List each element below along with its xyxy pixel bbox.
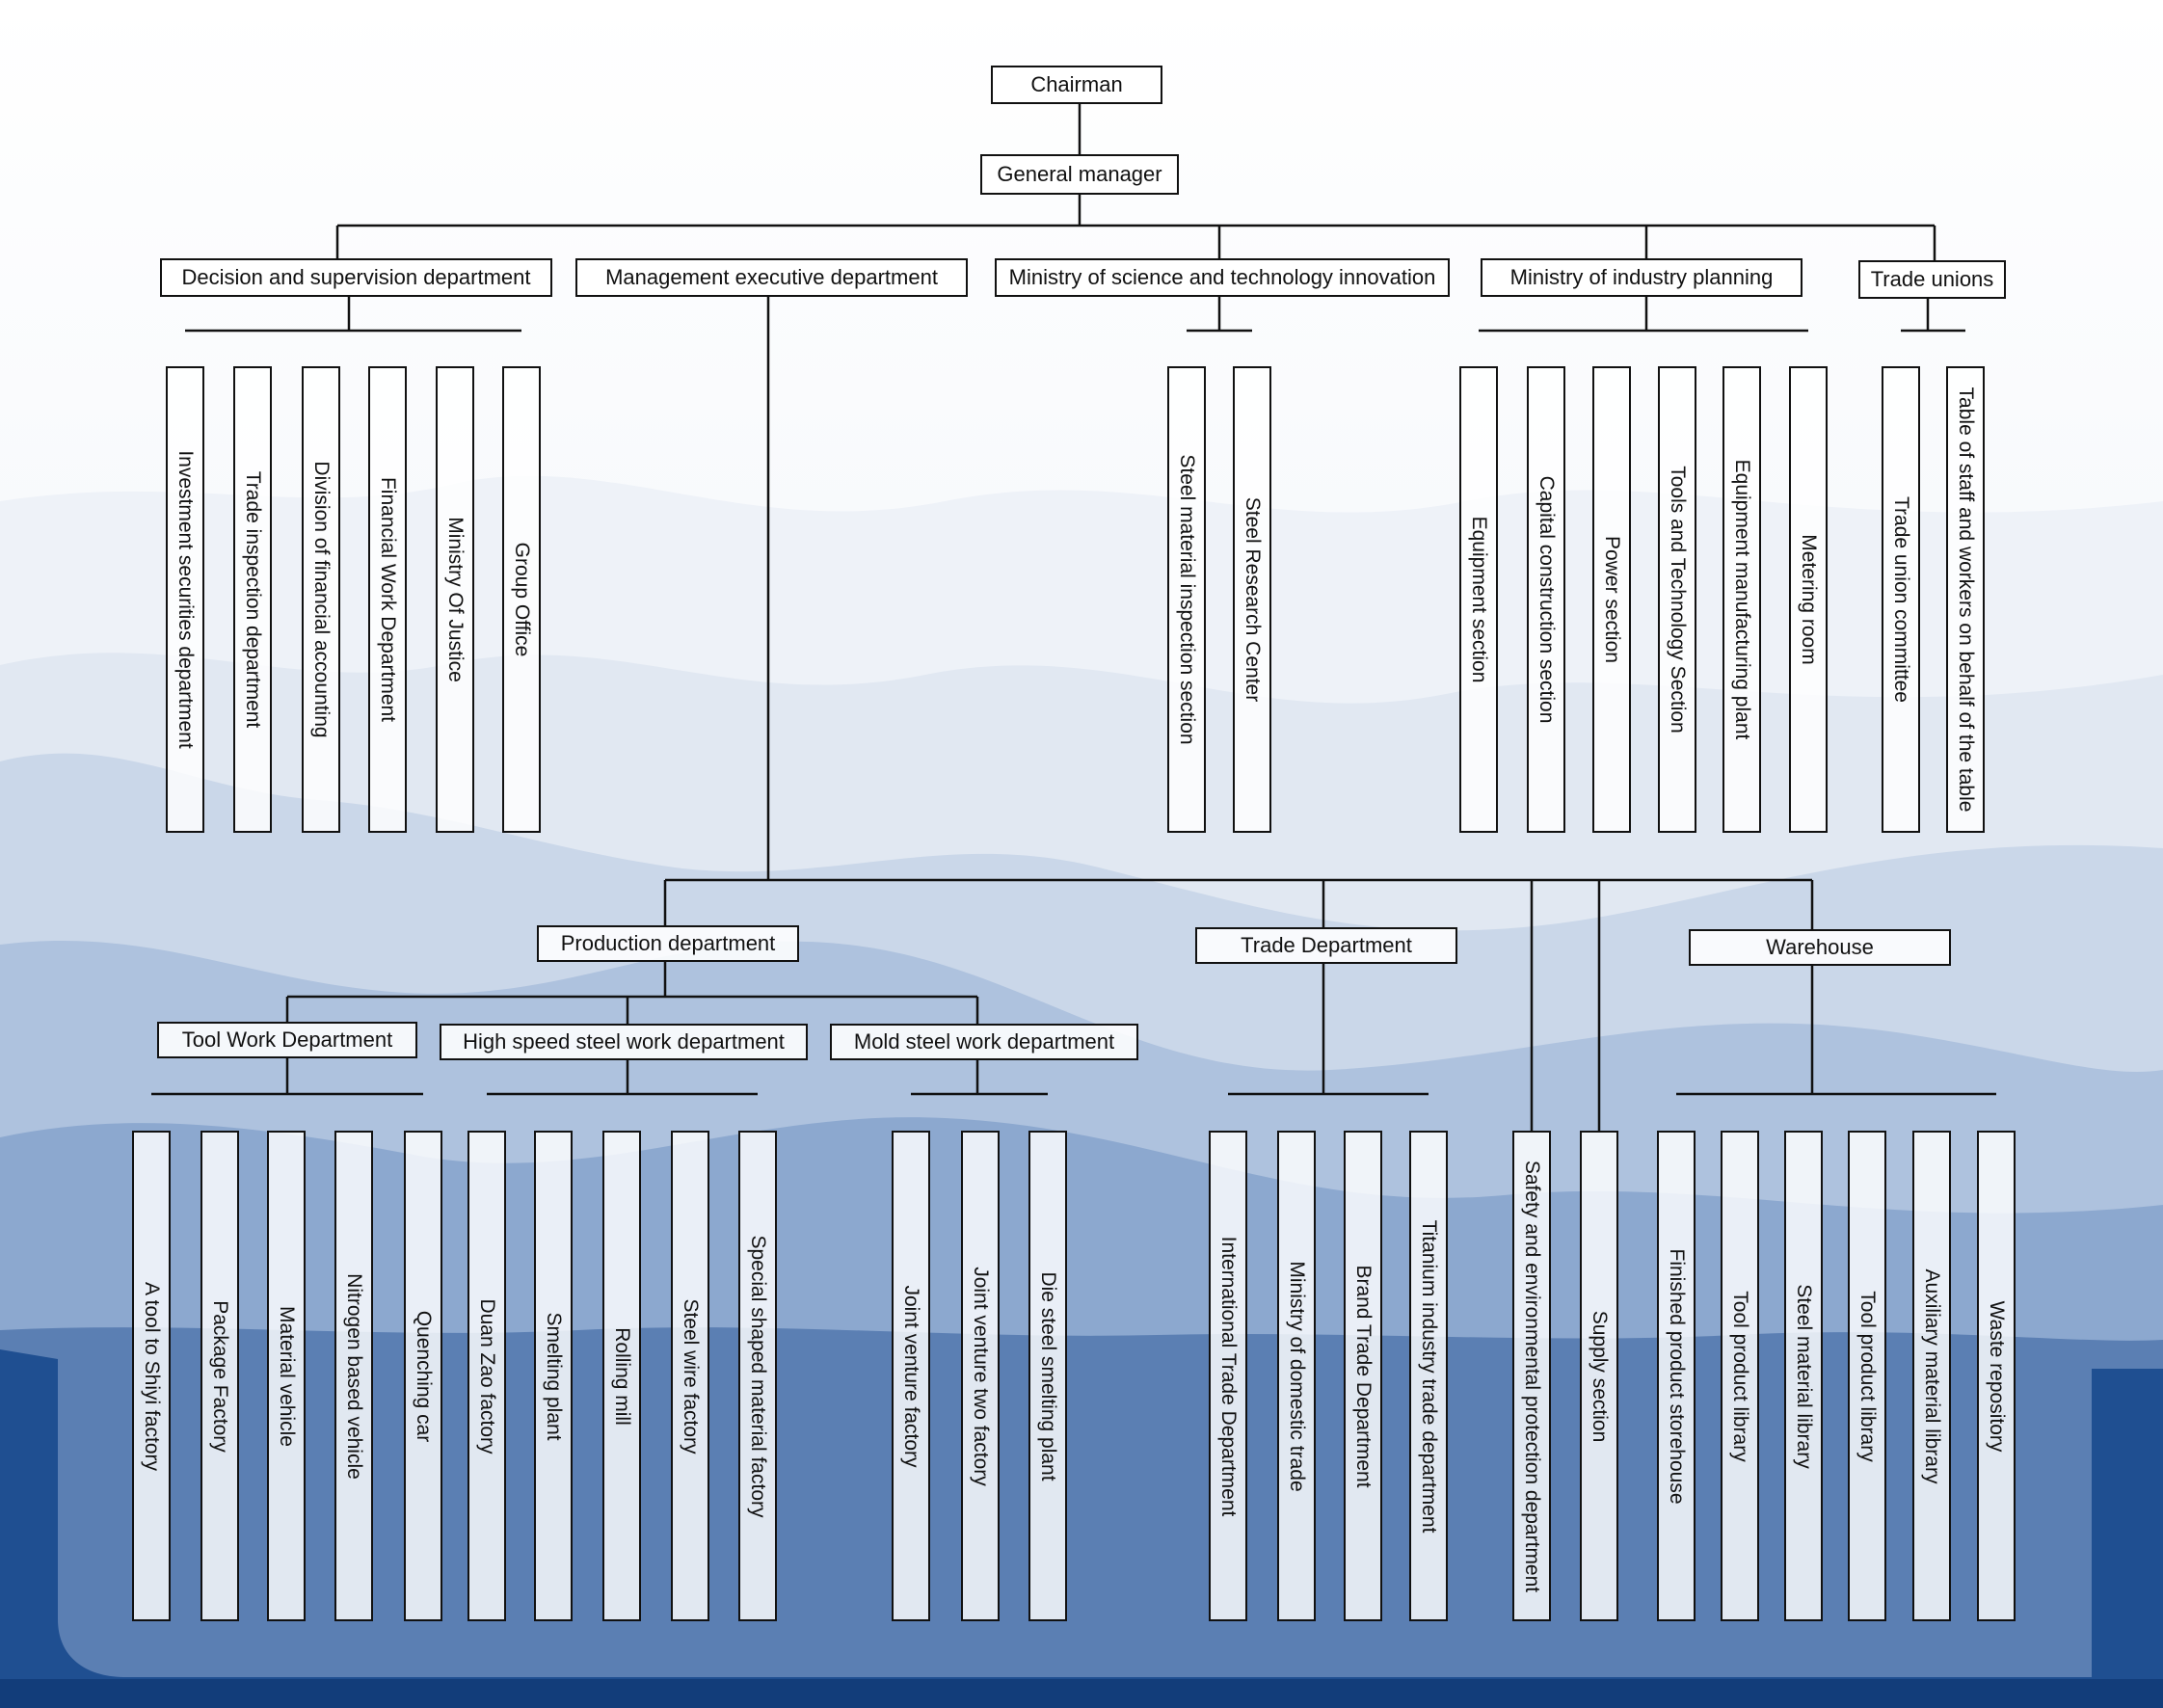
decision-units-box: Group Office [502,366,541,833]
mold-units-box: Die steel smelting plant [1028,1131,1067,1621]
mold-units-label: Joint venture factory [900,1284,922,1468]
planning-units-box: Equipment section [1459,366,1498,833]
mgmt-direct-units-label: Supply section [1589,1310,1611,1442]
decision-units-label: Division of financial accounting [310,461,333,738]
planning-units-label: Power section [1601,536,1623,663]
decision-units-box: Investment securities department [166,366,204,833]
hss-units-box: Special shaped material factory [738,1131,777,1621]
union-units-label: Trade union committee [1890,496,1912,703]
science-units-label: Steel material inspection section [1176,454,1198,745]
planning-units-box: Equipment manufacturing plant [1722,366,1761,833]
trade-units-label: Brand Trade Department [1352,1264,1375,1488]
tool-units-box: Material vehicle [267,1131,306,1621]
mold-units-box: Joint venture two factory [961,1131,1000,1621]
mgmt-direct-units-label: Safety and environmental protection depa… [1521,1160,1543,1592]
warehouse-units-box: Tool product library [1721,1131,1759,1621]
decision-units-label: Group Office [511,542,533,657]
departments-2-box: Ministry of science and technology innov… [995,258,1450,297]
trade-units-label: International Trade Department [1217,1236,1240,1516]
trade-units-box: International Trade Department [1209,1131,1247,1621]
tool-units-label: Quenching car [413,1310,435,1442]
tool-units-box: Package Factory [200,1131,239,1621]
warehouse-units-label: Waste repository [1986,1300,2008,1452]
mgmt-direct-units-box: Safety and environmental protection depa… [1512,1131,1551,1621]
union-units-label: Table of staff and workers on behalf of … [1955,387,1977,813]
planning-units-box: Metering room [1789,366,1828,833]
planning-units-label: Equipment section [1468,516,1490,683]
decision-units-box: Financial Work Department [368,366,407,833]
mold-units-label: Joint venture two factory [970,1266,992,1486]
tool-units-label: Nitrogen based vehicle [343,1272,365,1480]
planning-units-label: Tools and Technology Section [1667,466,1689,734]
mgmt-children-2-box: Warehouse [1689,929,1951,966]
warehouse-units-label: Auxiliary material library [1921,1268,1943,1483]
planning-units-label: Equipment manufacturing plant [1731,459,1753,740]
warehouse-units-box: Waste repository [1977,1131,2016,1621]
decision-units-box: Division of financial accounting [302,366,340,833]
trade-units-label: Titanium industry trade department [1418,1219,1440,1533]
tool-units-box: Nitrogen based vehicle [334,1131,373,1621]
tool-units-box: Quenching car [404,1131,442,1621]
planning-units-box: Capital construction section [1527,366,1565,833]
decision-units-box: Ministry Of Justice [436,366,474,833]
production-children-2-box: Mold steel work department [830,1024,1138,1060]
mold-units-label: Die steel smelting plant [1037,1270,1059,1481]
mgmt-direct-units-box: Supply section [1580,1131,1618,1621]
hss-units-label: Rolling mill [611,1326,633,1426]
decision-units-label: Financial Work Department [377,476,399,723]
hss-units-label: Steel wire factory [680,1297,702,1454]
departments-4-box: Trade unions [1858,260,2006,299]
trade-units-box: Brand Trade Department [1344,1131,1382,1621]
science-units-label: Steel Research Center [1242,496,1264,703]
departments-3-box: Ministry of industry planning [1481,258,1802,297]
warehouse-units-label: Tool product library [1729,1290,1751,1462]
tool-units-box: A tool to Shiyi factory [132,1131,171,1621]
planning-units-label: Metering room [1798,534,1820,665]
warehouse-units-box: Auxiliary material library [1912,1131,1951,1621]
hss-units-box: Smelting plant [534,1131,573,1621]
warehouse-units-box: Steel material library [1784,1131,1823,1621]
union-units-box: Trade union committee [1882,366,1920,833]
root-box: Chairman [991,66,1162,104]
gm-box: General manager [980,154,1179,195]
decision-units-label: Investment securities department [174,450,197,749]
trade-units-box: Ministry of domestic trade [1277,1131,1316,1621]
departments-0-box: Decision and supervision department [160,258,552,297]
science-units-box: Steel material inspection section [1167,366,1206,833]
production-children-0-box: Tool Work Department [157,1022,417,1058]
hss-units-label: Special shaped material factory [747,1235,769,1517]
hss-units-label: Duan Zao factory [476,1297,498,1454]
warehouse-units-box: Finished product storehouse [1657,1131,1696,1621]
hss-units-label: Smelting plant [543,1311,565,1441]
warehouse-units-box: Tool product library [1848,1131,1886,1621]
trade-units-box: Titanium industry trade department [1409,1131,1448,1621]
hss-units-box: Steel wire factory [671,1131,709,1621]
trade-units-label: Ministry of domestic trade [1286,1260,1308,1492]
warehouse-units-label: Tool product library [1856,1290,1879,1462]
science-units-box: Steel Research Center [1233,366,1271,833]
mgmt-children-0-box: Production department [537,925,799,962]
tool-units-label: Package Factory [209,1299,231,1453]
planning-units-label: Capital construction section [1535,475,1558,724]
planning-units-box: Power section [1592,366,1631,833]
mold-units-box: Joint venture factory [892,1131,930,1621]
tool-units-label: Material vehicle [276,1305,298,1447]
union-units-box: Table of staff and workers on behalf of … [1946,366,1985,833]
planning-units-box: Tools and Technology Section [1658,366,1696,833]
mgmt-children-1-box: Trade Department [1195,927,1457,964]
decision-units-label: Ministry Of Justice [444,517,467,682]
tool-units-label: A tool to Shiyi factory [141,1281,163,1471]
hss-units-box: Rolling mill [602,1131,641,1621]
decision-units-box: Trade inspection department [233,366,272,833]
hss-units-box: Duan Zao factory [467,1131,506,1621]
warehouse-units-label: Finished product storehouse [1666,1248,1688,1504]
departments-1-box: Management executive department [575,258,968,297]
decision-units-label: Trade inspection department [242,470,264,729]
production-children-1-box: High speed steel work department [440,1024,808,1060]
warehouse-units-label: Steel material library [1793,1283,1815,1469]
